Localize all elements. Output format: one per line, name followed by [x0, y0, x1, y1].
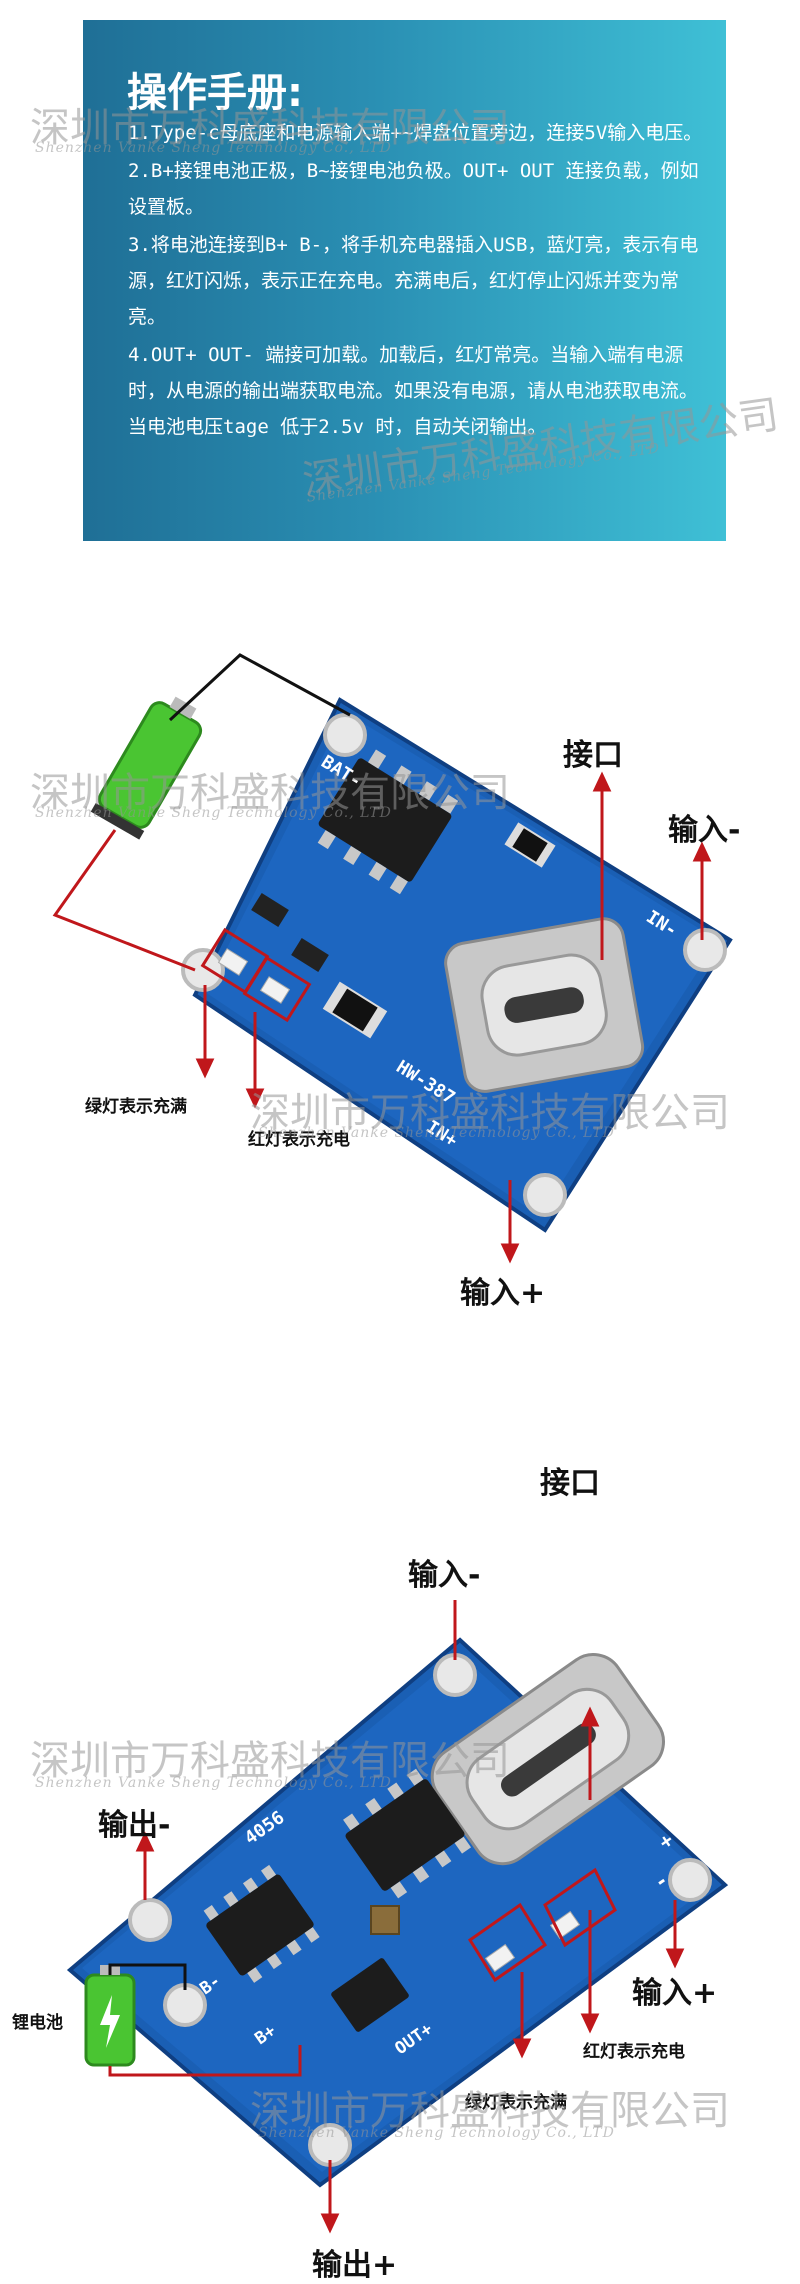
- manual-step: 2.B+接锂电池正极，B~接锂电池负极。OUT+ OUT 连接负载，例如设置板。: [128, 160, 699, 218]
- board1-usb-c-connector: [444, 917, 645, 1093]
- board1-silk-bat-plus: BAT+: [177, 896, 225, 937]
- manual-step: 4.OUT+ OUT- 端接可加载。加载后，红灯常亮。当输入端有电源时，从电源的…: [128, 344, 699, 438]
- board1-label-input-minus: 输入-: [668, 813, 741, 848]
- board2-hole: [668, 1858, 712, 1902]
- board1-diagram: BAT- BAT+ IN- IN+ HW-387: [52, 653, 733, 1264]
- board1-small-part: [251, 893, 289, 927]
- board1-wire-positive: [52, 829, 196, 972]
- manual-title: 操作手册:: [127, 70, 303, 116]
- board2-hole: [128, 1898, 172, 1942]
- manual-steps: 1.Type-c母底座和电源输入端+~焊盘位置旁边，连接5V输入电压。 2.B+…: [128, 115, 703, 447]
- board1-label-green-led: 绿灯表示充满: [85, 1097, 187, 1117]
- board2-label-input-minus: 输入-: [408, 1558, 481, 1593]
- board1-chip: [317, 749, 459, 895]
- board1-red-callout-box: [242, 955, 312, 1023]
- board1-label-input-plus: 输入+: [460, 1276, 546, 1311]
- board2-green-led: [484, 1943, 516, 1973]
- board1-resistor: [322, 981, 388, 1039]
- board2-chip: [331, 1958, 409, 2032]
- board2-label-output-plus: 输出+: [312, 2248, 398, 2283]
- board2-label-interface: 接口: [540, 1466, 600, 1501]
- board2-label-input-plus: 输入+: [632, 1976, 718, 2011]
- board1-label-interface: 接口: [563, 738, 623, 773]
- board2-label-output-minus: 输出-: [98, 1808, 171, 1843]
- board1-battery-icon: [90, 696, 203, 840]
- board1-hole: [523, 1173, 567, 1217]
- board2-inductor: [370, 1905, 400, 1935]
- board1-wire-negative: [168, 653, 351, 722]
- board1-hole: [323, 713, 367, 757]
- board1-red-led: [259, 976, 291, 1004]
- board2-diagram: 4056 OUT- OUT+ B- B+ + -: [66, 1600, 729, 2234]
- board1-resistor: [504, 822, 556, 868]
- board2-label-green-led: 绿灯表示充满: [465, 2093, 567, 2113]
- board2-battery-icon: [84, 1965, 136, 2067]
- board2-green-callout-box: [467, 1902, 548, 1983]
- manual-step: 3.将电池连接到B+ B-，将手机充电器插入USB，蓝灯亮，表示有电源，红灯闪烁…: [128, 234, 699, 328]
- board2-red-callout-box: [543, 1867, 617, 1948]
- board2-wire-positive: [108, 2045, 302, 2077]
- board1-hole: [683, 928, 727, 972]
- manual-step: 1.Type-c母底座和电源输入端+~焊盘位置旁边，连接5V输入电压。: [128, 122, 703, 144]
- board2-hole: [308, 2123, 352, 2167]
- board1-small-part: [291, 938, 329, 972]
- board2-label-red-led: 红灯表示充电: [583, 2042, 685, 2062]
- board2-chip: [343, 1768, 472, 1899]
- manual-panel: 操作手册: 1.Type-c母底座和电源输入端+~焊盘位置旁边，连接5V输入电压…: [83, 20, 726, 541]
- board1-label-red-led: 红灯表示充电: [248, 1130, 350, 1150]
- board2-hole: [433, 1653, 477, 1697]
- board1-hole: [181, 948, 225, 992]
- board2-chip: [203, 1864, 320, 1983]
- board2-label-battery: 锂电池: [12, 2013, 63, 2033]
- board2-wire-negative: [108, 1963, 187, 1990]
- board2-hole: [163, 1983, 207, 2027]
- board1-green-led: [217, 948, 249, 976]
